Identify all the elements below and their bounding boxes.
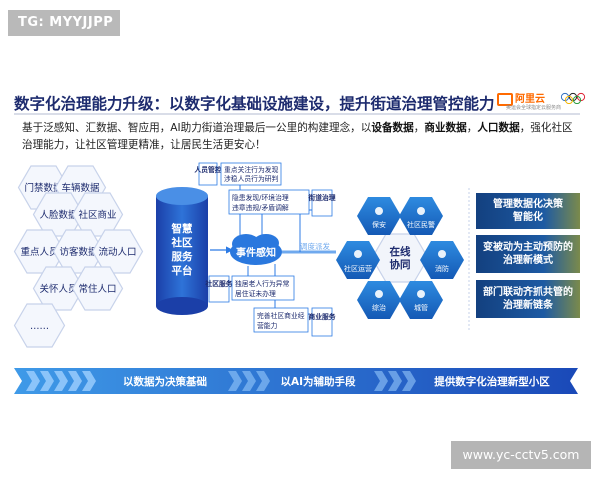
- svg-text:社区商业: 社区商业: [78, 209, 116, 221]
- spoke-comprehensive: 综治: [357, 281, 401, 319]
- flow-yinhuan: 隐患发现/环境治理 违章违规/矛盾调解: [228, 189, 310, 215]
- spoke-urban-mgmt: 城管: [399, 281, 443, 319]
- svg-text:保安: 保安: [372, 220, 386, 229]
- spoke-community-police: 社区民警: [399, 197, 443, 235]
- banner-chevrons-right: [374, 371, 416, 391]
- olympic-rings-icon: [560, 92, 586, 104]
- solution-box-3: 部门联动齐抓共管的治理新链条: [476, 280, 580, 318]
- svg-text:服务: 服务: [172, 250, 193, 263]
- banner-text-1: 以数据为决策基础: [123, 375, 207, 388]
- svg-text:消防: 消防: [435, 264, 449, 273]
- svg-text:社区运营: 社区运营: [344, 264, 372, 273]
- svg-text:人员管控: 人员管控: [194, 165, 221, 174]
- guard-icon: [375, 207, 383, 215]
- spoke-security-guard: 保安: [357, 197, 401, 235]
- flow-renyuan-guankong: 人员管控 重点关注行为发现 涉稳人员行为研判: [194, 162, 282, 186]
- urban-mgmt-icon: [417, 290, 425, 298]
- svg-text:访客数据: 访客数据: [59, 246, 98, 258]
- svg-text:人脸数据: 人脸数据: [39, 209, 78, 221]
- svg-text:协同: 协同: [390, 258, 411, 271]
- watermark-top-left: TG: MYYJJPP: [8, 10, 120, 36]
- svg-text:社区服务: 社区服务: [204, 279, 232, 288]
- data-hex-visitors: 访客数据: [52, 229, 105, 274]
- svg-text:隐患发现/环境治理: 隐患发现/环境治理: [232, 193, 289, 202]
- title-divider: [14, 113, 580, 115]
- watermark-bottom-right: www.yc-cctv5.com: [451, 441, 591, 469]
- flow-shangye-fuwu: 完善社区商业经 营能力 商业服务: [253, 307, 336, 337]
- page-title: 数字化治理能力升级：以数字化基础设施建设，提升街道治理管控能力: [14, 95, 495, 113]
- svg-text:重点关注行为发现: 重点关注行为发现: [224, 165, 279, 174]
- police-icon: [417, 207, 425, 215]
- collaboration-cluster: 在线 协同 保安 社区民警 消防 城管 综治 社区运营: [336, 197, 464, 319]
- svg-text:……: ……: [30, 321, 49, 332]
- intro-paragraph: 基于泛感知、汇数据、智应用，AI助力街道治理最后一公里的构建理念，以设备数据，商…: [22, 122, 573, 151]
- svg-text:综治: 综治: [372, 303, 386, 312]
- solution-box-1: 管理数据化决策智能化: [476, 193, 580, 229]
- data-hex-residents: 常住人口: [71, 266, 124, 311]
- dispatch-label: 调度派发: [300, 241, 330, 251]
- data-hex-key-persons: 重点人员: [13, 229, 66, 274]
- spoke-fire: 消防: [420, 241, 464, 279]
- svg-text:门禁数据: 门禁数据: [24, 182, 63, 194]
- data-hex-floating-pop: 流动人口: [91, 229, 144, 274]
- banner-chevrons-mid: [228, 371, 270, 391]
- svg-text:营能力: 营能力: [257, 321, 278, 330]
- flow-jiedao-zhili: 街道治理: [307, 189, 336, 217]
- svg-text:城管: 城管: [414, 303, 428, 312]
- svg-text:关怀人员: 关怀人员: [39, 283, 77, 295]
- bottom-banner: 以数据为决策基础 以AI为辅助手段 提供数字化治理新型小区: [14, 368, 578, 394]
- svg-text:事件感知: 事件感知: [236, 246, 276, 259]
- svg-text:智慧: 智慧: [171, 222, 193, 235]
- data-hex-face: 人脸数据: [32, 192, 85, 237]
- data-hex-more: ……: [13, 303, 66, 348]
- svg-text:商业服务: 商业服务: [308, 312, 335, 321]
- svg-text:社区民警: 社区民警: [407, 220, 435, 229]
- event-sensing-cloud: 事件感知: [230, 234, 282, 265]
- banner-chevrons-left: [26, 371, 96, 391]
- svg-text:社区: 社区: [171, 236, 193, 249]
- comprehensive-icon: [375, 290, 383, 298]
- fire-icon: [438, 250, 446, 258]
- data-hex-care: 关怀人员: [32, 266, 85, 311]
- svg-text:涉稳人员行为研判: 涉稳人员行为研判: [224, 174, 279, 183]
- svg-text:违章违规/矛盾调解: 违章违规/矛盾调解: [232, 203, 289, 212]
- svg-text:常住人口: 常住人口: [78, 283, 116, 295]
- svg-text:重点人员: 重点人员: [20, 246, 58, 258]
- svg-text:居住证未办理: 居住证未办理: [235, 289, 276, 298]
- svg-text:流动人口: 流动人口: [98, 246, 136, 258]
- svg-text:平台: 平台: [172, 264, 193, 277]
- svg-text:完善社区商业经: 完善社区商业经: [257, 311, 305, 320]
- data-hex-group: 门禁数据 车辆数据 人脸数据 社区商业 重点人员 访客数据 流动人口 关怀人员: [13, 165, 144, 348]
- solution-box-2: 变被动为主动预防的治理新模式: [476, 235, 580, 273]
- svg-text:街道治理: 街道治理: [307, 193, 335, 202]
- svg-text:车辆数据: 车辆数据: [61, 182, 100, 194]
- svg-text:独居老人行为异常: 独居老人行为异常: [235, 279, 290, 288]
- platform-cylinder: 智慧 社区 服务 平台: [156, 187, 208, 315]
- banner-text-3: 提供数字化治理新型小区: [434, 375, 550, 388]
- banner-text-2: 以AI为辅助手段: [280, 375, 356, 388]
- aliyun-logo: 阿里云: [497, 90, 545, 106]
- logo-icon: [497, 92, 513, 106]
- logo-subtitle: 奥运会全球指定云服务商: [506, 105, 562, 111]
- spoke-community-ops: 社区运营: [336, 241, 380, 279]
- community-ops-icon: [354, 250, 362, 258]
- svg-text:在线: 在线: [390, 245, 411, 258]
- flow-shequ-fuwu: 社区服务 独居老人行为异常 居住证未办理: [204, 275, 295, 303]
